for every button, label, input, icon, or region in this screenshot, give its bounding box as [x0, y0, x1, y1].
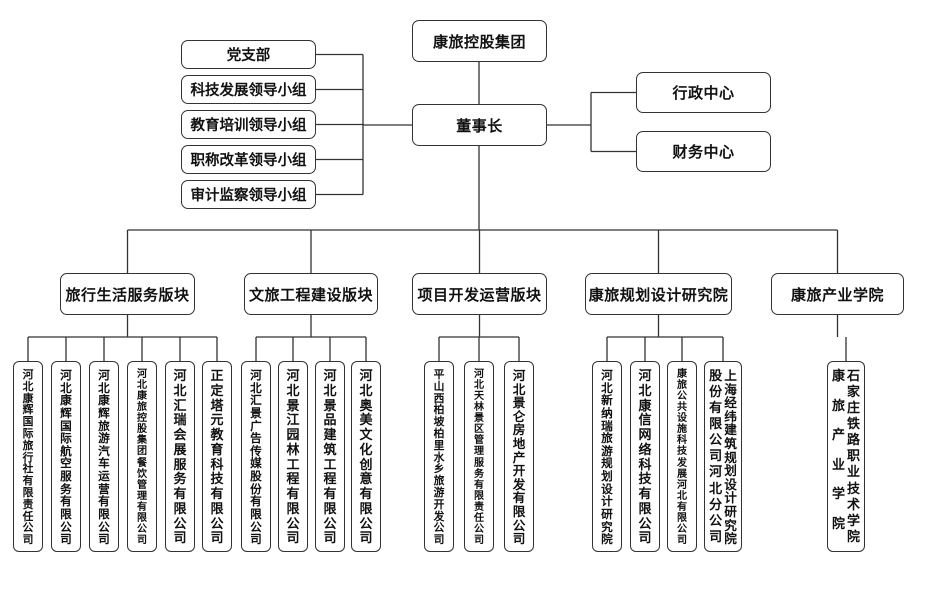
subsidiary-name-column: 河北奥美文化创意有限公司 — [359, 369, 373, 547]
subsidiary-3-2: 河北天林景区管理服务有限责任公司 — [464, 361, 494, 552]
subsidiary-name-column: 河北康辉旅游汽车运营有限公司 — [98, 368, 110, 547]
division-2: 文旅工程建设版块 — [244, 273, 378, 315]
subsidiary-2-1: 河北汇景广告传媒股份有限公司 — [241, 361, 271, 552]
subsidiary-name-column: 河北康旅控股集团餐饮管理有限公司 — [136, 369, 148, 546]
subsidiary-2-4: 河北奥美文化创意有限公司 — [351, 361, 381, 552]
subsidiary-name-column: 河北康辉国际航空服务有限公司 — [60, 368, 72, 547]
subsidiary-1-6: 正定塔元教育科技有限公司 — [202, 361, 232, 552]
right-unit-1-label: 行政中心 — [672, 84, 735, 102]
subsidiary-1-4: 河北康旅控股集团餐饮管理有限公司 — [127, 361, 157, 552]
subsidiary-name-column: 上海经纬建筑规划设计研究院 — [724, 368, 737, 547]
left-unit-4: 职称改革领导小组 — [181, 145, 316, 174]
left-unit-2: 科技发展领导小组 — [181, 75, 316, 104]
subsidiary-1-5: 河北汇瑞会展服务有限公司 — [165, 361, 195, 552]
division-4: 康旅规划设计研究院 — [585, 273, 732, 315]
subsidiary-name-column: 河北景仑房地产开发有限公司 — [512, 368, 526, 547]
division-4-label: 康旅规划设计研究院 — [588, 285, 729, 304]
left-unit-1: 党支部 — [181, 40, 316, 69]
division-5-label: 康旅产业学院 — [790, 285, 884, 304]
division-3-label: 项目开发运营版块 — [417, 285, 542, 304]
subsidiary-name-column: 正定塔元教育科技有限公司 — [210, 369, 224, 547]
subsidiary-2-2: 河北景江园林工程有限公司 — [278, 361, 308, 552]
left-unit-3-label: 教育培训领导小组 — [190, 118, 307, 134]
subsidiary-4-2: 河北康信网络科技有限公司 — [630, 361, 660, 552]
subsidiary-name-column: 石家庄铁路职业技术学院 — [847, 369, 861, 545]
subsidiary-4-3: 康旅公共设施科技发展河北有限公司 — [667, 361, 697, 552]
division-2-label: 文旅工程建设版块 — [248, 285, 373, 304]
left-unit-5-label: 审计监察领导小组 — [190, 188, 307, 204]
left-unit-3: 教育培训领导小组 — [181, 110, 316, 139]
subsidiary-name-column: 河北天林景区管理服务有限责任公司 — [473, 369, 485, 546]
subsidiary-1-1: 河北康辉国际旅行社有限责任公司 — [13, 361, 43, 552]
division-5: 康旅产业学院 — [771, 273, 904, 315]
node-root-label: 康旅控股集团 — [432, 32, 526, 51]
subsidiary-name-column: 河北康辉国际旅行社有限责任公司 — [22, 368, 34, 547]
division-3: 项目开发运营版块 — [412, 273, 547, 315]
node-chairman: 董事长 — [412, 104, 547, 146]
subsidiary-1-2: 河北康辉国际航空服务有限公司 — [51, 361, 81, 552]
division-1-label: 旅行生活服务版块 — [65, 285, 190, 304]
subsidiary-name-column: 河北康信网络科技有限公司 — [638, 369, 652, 547]
subsidiary-5-1: 康旅产业学院石家庄铁路职业技术学院 — [827, 361, 865, 552]
right-unit-2-label: 财务中心 — [672, 143, 735, 161]
subsidiary-name-column: 康旅产业学院 — [831, 369, 845, 532]
subsidiary-4-4: 股份有限公司河北分公司上海经纬建筑规划设计研究院 — [704, 361, 742, 552]
subsidiary-name-column: 河北汇瑞会展服务有限公司 — [173, 369, 187, 547]
subsidiary-name-column: 河北景品建筑工程有限公司 — [323, 369, 337, 547]
subsidiary-4-1: 河北新纳瑞旅游规划设计研究院 — [592, 361, 622, 552]
subsidiary-1-3: 河北康辉旅游汽车运营有限公司 — [89, 361, 119, 552]
division-1: 旅行生活服务版块 — [60, 273, 195, 315]
subsidiary-name-column: 河北新纳瑞旅游规划设计研究院 — [601, 368, 613, 547]
subsidiary-name-column: 河北景江园林工程有限公司 — [286, 369, 300, 547]
subsidiary-2-3: 河北景品建筑工程有限公司 — [315, 361, 345, 552]
subsidiary-name-column: 股份有限公司河北分公司 — [709, 369, 723, 545]
left-unit-2-label: 科技发展领导小组 — [190, 83, 307, 99]
subsidiary-3-1: 平山西柏坡柏里水乡旅游开发公司 — [424, 361, 454, 552]
subsidiary-name-column: 河北汇景广告传媒股份有限公司 — [250, 368, 262, 547]
node-root: 康旅控股集团 — [412, 20, 547, 62]
left-unit-5: 审计监察领导小组 — [181, 180, 316, 209]
subsidiary-3-3: 河北景仑房地产开发有限公司 — [504, 361, 534, 552]
node-chairman-label: 董事长 — [456, 116, 503, 135]
subsidiary-name-column: 康旅公共设施科技发展河北有限公司 — [676, 369, 688, 546]
subsidiary-name-column: 平山西柏坡柏里水乡旅游开发公司 — [433, 368, 445, 547]
right-unit-2: 财务中心 — [636, 131, 771, 172]
left-unit-1-label: 党支部 — [226, 48, 271, 64]
left-unit-4-label: 职称改革领导小组 — [190, 153, 307, 169]
right-unit-1: 行政中心 — [636, 72, 771, 113]
